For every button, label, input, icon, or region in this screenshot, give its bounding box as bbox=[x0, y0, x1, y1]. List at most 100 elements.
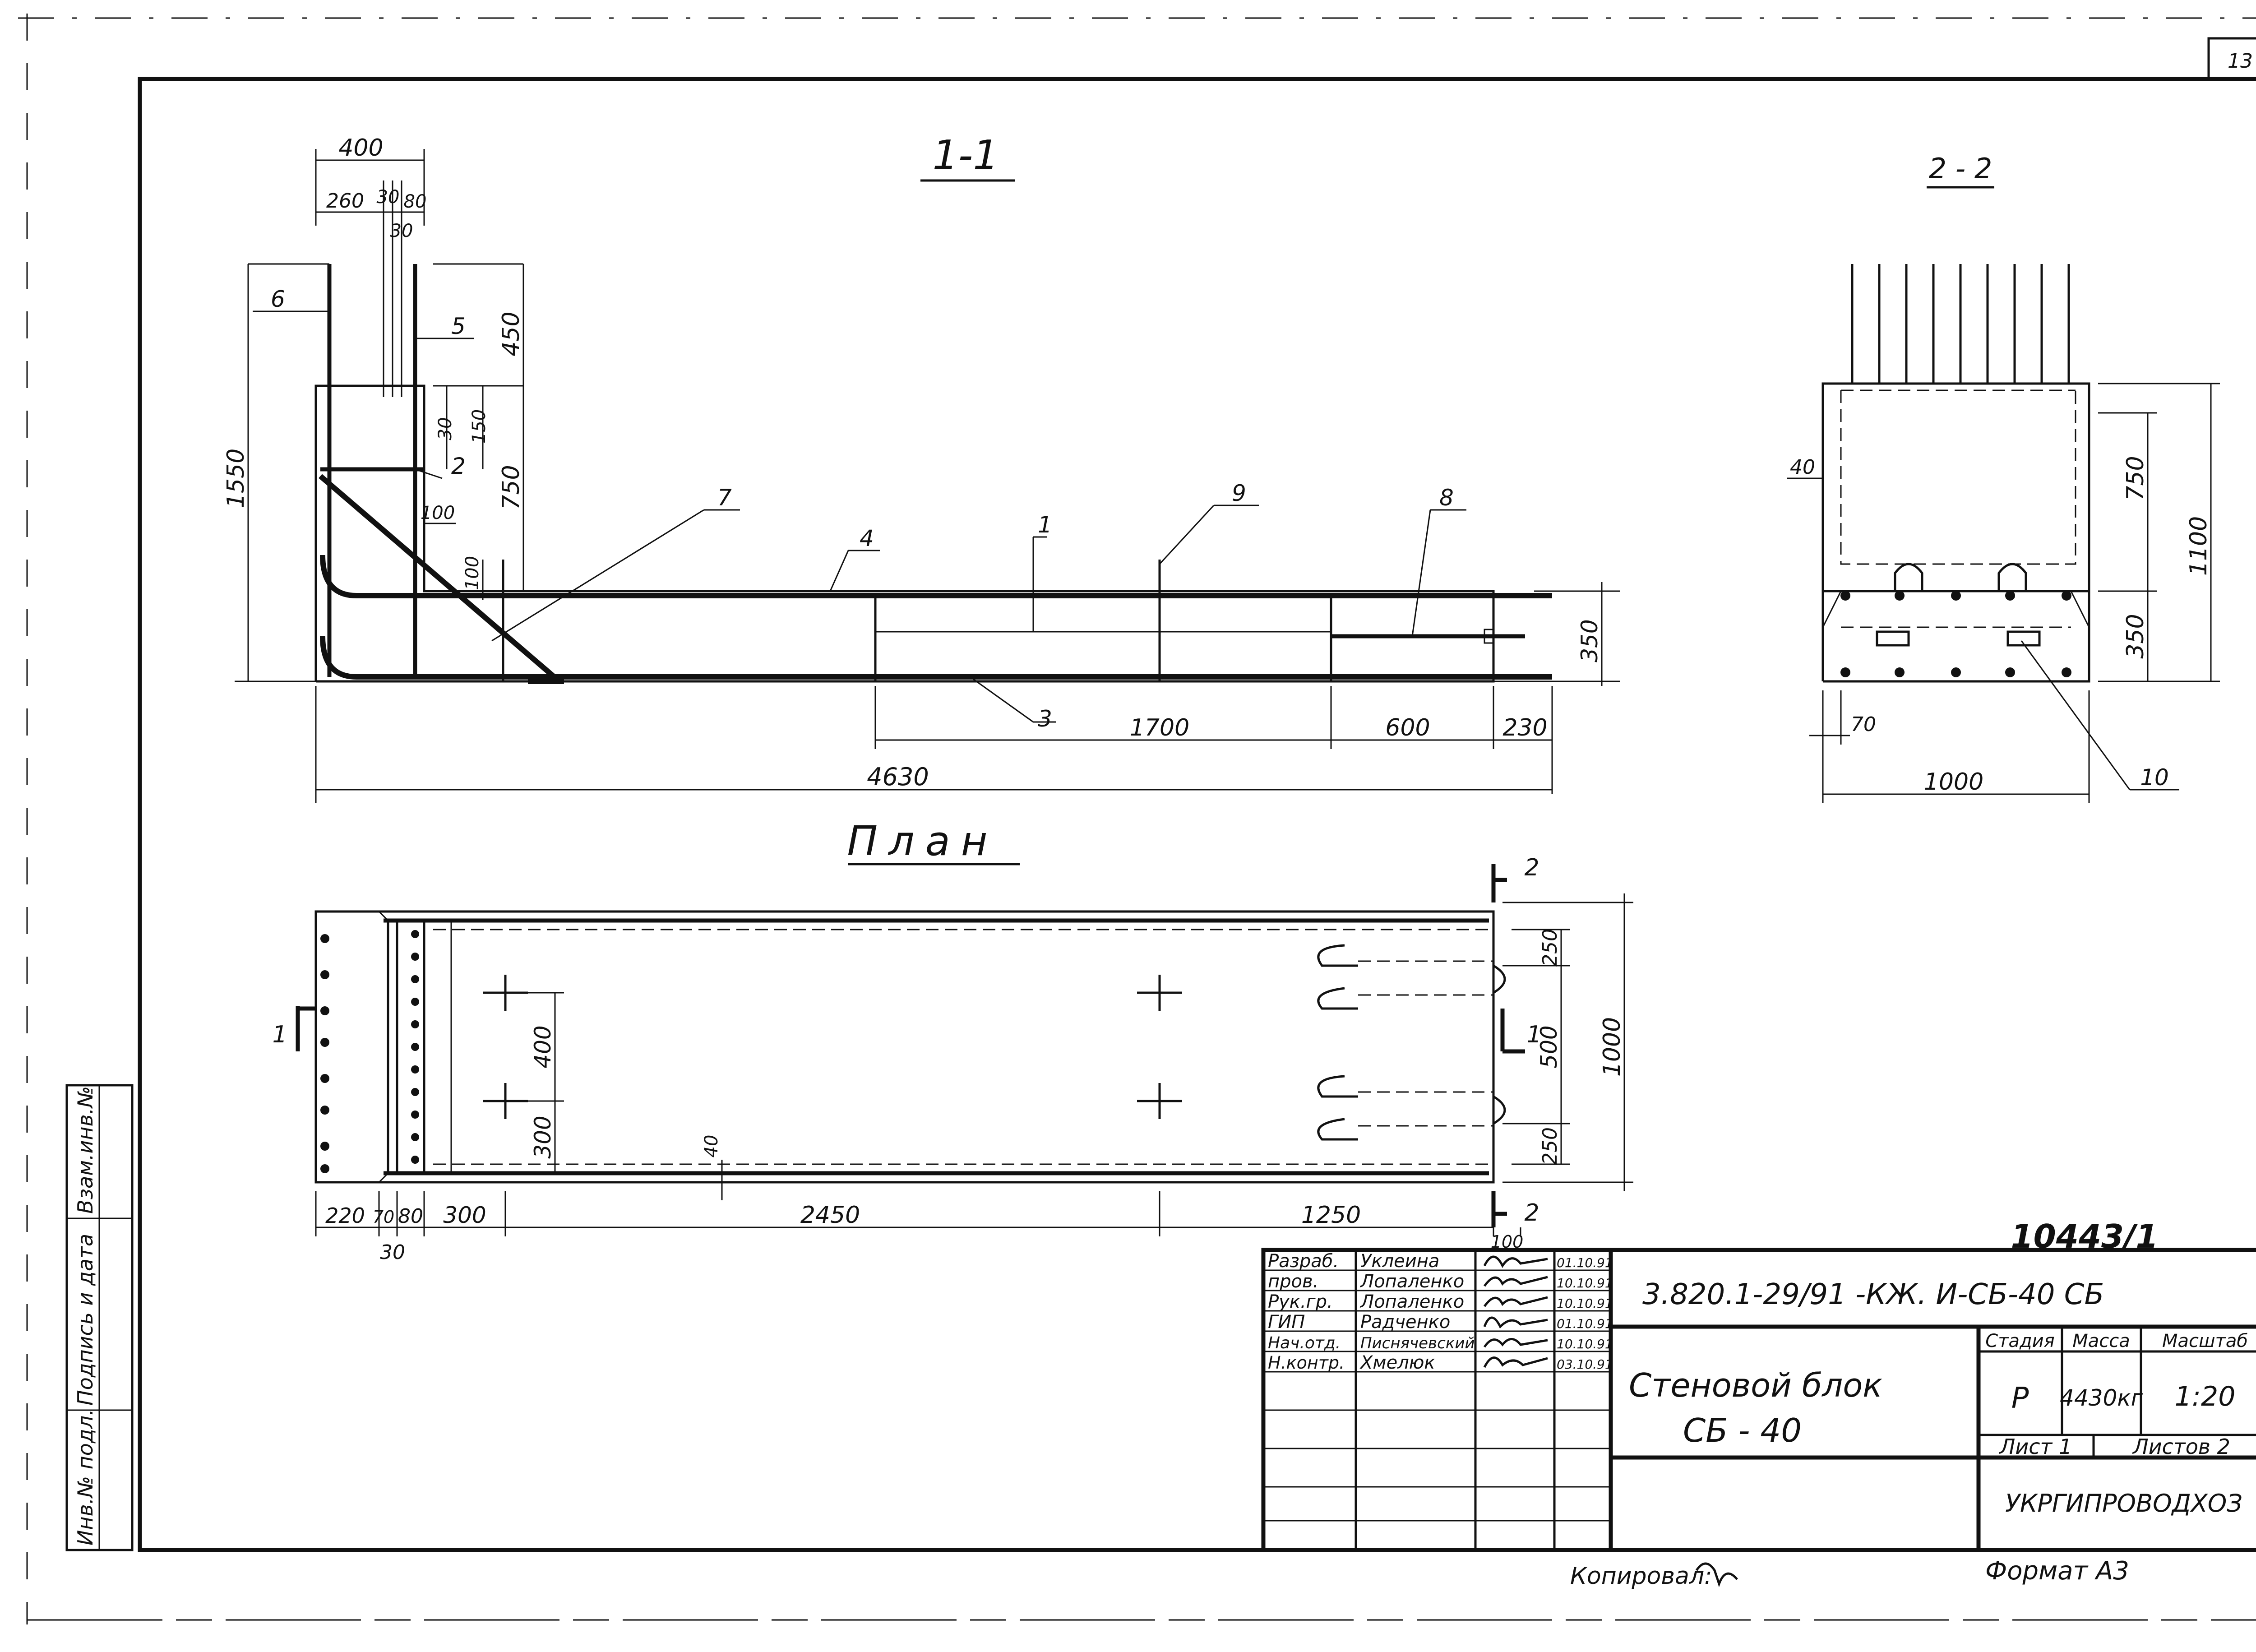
plan-dim-220: 220 bbox=[325, 1203, 365, 1228]
stamp-row: пров. Лопаленко 10.10.91 bbox=[1268, 1271, 1613, 1292]
plan-dim-500: 500 bbox=[1536, 1025, 1562, 1068]
dim-450: 450 bbox=[498, 311, 525, 356]
stamp-name: Лопаленко bbox=[1359, 1291, 1464, 1312]
stamp-signature bbox=[1483, 1338, 1548, 1348]
pos-3: 3 bbox=[1038, 706, 1052, 732]
signature-date-label: Подпись и дата bbox=[73, 1234, 97, 1406]
stamp-signature bbox=[1483, 1296, 1548, 1307]
mass-value: 4430кг bbox=[2060, 1385, 2143, 1411]
mass-label: Масса bbox=[2072, 1331, 2130, 1351]
plan-dim-80: 80 bbox=[398, 1205, 423, 1228]
dim-100a: 100 bbox=[421, 503, 455, 523]
stamp-name: Уклеина bbox=[1360, 1251, 1439, 1272]
stamp-date: 10.10.91 bbox=[1557, 1296, 1613, 1311]
replaced-inv-label: Взам.инв.№ bbox=[73, 1086, 97, 1214]
stamp-row: Н.контр. Хмелюк 03.10.91 bbox=[1268, 1352, 1613, 1373]
stamp-role: Н.контр. bbox=[1268, 1353, 1345, 1373]
pos-6: 6 bbox=[271, 286, 285, 312]
s2-dim-70: 70 bbox=[1851, 713, 1876, 736]
plan-dim-300: 300 bbox=[530, 1115, 556, 1158]
scale-label: Масштаб bbox=[2162, 1331, 2248, 1351]
scale-value: 1:20 bbox=[2175, 1381, 2236, 1412]
title-block-grid bbox=[1261, 1248, 2256, 1552]
drawing-code: 3.820.1-29/91 -КЖ. И-СБ-40 СБ bbox=[1642, 1278, 2104, 1311]
original-inv-label: Инв.№ подл. bbox=[73, 1409, 97, 1546]
dim-150: 150 bbox=[469, 409, 490, 444]
organization: УКРГИПРОВОДХОЗ bbox=[2005, 1489, 2242, 1518]
stamp-name: Писнячевский bbox=[1360, 1334, 1475, 1352]
stamp-name: Хмелюк bbox=[1359, 1352, 1435, 1373]
plan-outline bbox=[314, 910, 1506, 1184]
plan-dim-30: 30 bbox=[380, 1241, 405, 1264]
pos-7: 7 bbox=[717, 485, 732, 511]
dim-30b: 30 bbox=[390, 221, 413, 241]
stamp-role: Разраб. bbox=[1268, 1251, 1339, 1272]
plan-lifting-marks bbox=[483, 975, 1182, 1119]
pos-8: 8 bbox=[1439, 485, 1454, 511]
plan-dim-250b: 250 bbox=[1539, 1127, 1562, 1165]
dim-100b: 100 bbox=[462, 556, 483, 590]
section-2-rebar-dots bbox=[1840, 591, 2071, 677]
dim-400: 400 bbox=[338, 134, 383, 162]
plan-mark-2-top: 2 bbox=[1524, 854, 1539, 881]
s2-dim-1000: 1000 bbox=[1924, 768, 1983, 796]
dim-1700: 1700 bbox=[1130, 714, 1189, 741]
copied-by-label: Копировал: bbox=[1570, 1563, 1712, 1590]
pos-9: 9 bbox=[1232, 480, 1246, 506]
plan-anchor-dots bbox=[320, 930, 419, 1173]
dim-30c: 30 bbox=[435, 417, 456, 440]
s2-dim-1100: 1100 bbox=[2185, 516, 2212, 576]
section-2-bars bbox=[1851, 264, 2070, 384]
plan-dim-400: 400 bbox=[530, 1025, 556, 1068]
plan-mark-2-bottom: 2 bbox=[1524, 1199, 1539, 1226]
stamp-role: пров. bbox=[1268, 1271, 1318, 1292]
section-1-title: 1-1 bbox=[933, 132, 999, 179]
s2-dim-750: 750 bbox=[2122, 456, 2149, 500]
section-2-outline bbox=[1821, 382, 2090, 683]
sheet-label: Лист 1 bbox=[1999, 1435, 2072, 1459]
plan-dim-300b: 300 bbox=[443, 1202, 486, 1228]
plan-dim-250a: 250 bbox=[1539, 929, 1562, 967]
dim-1550: 1550 bbox=[222, 449, 250, 508]
plan-dim-70: 70 bbox=[373, 1207, 394, 1227]
plan-dim-2450: 2450 bbox=[800, 1202, 860, 1229]
dim-750: 750 bbox=[498, 465, 525, 509]
pos-1: 1 bbox=[1038, 512, 1052, 538]
stamp-role: Рук.гр. bbox=[1268, 1291, 1333, 1312]
stamp-name: Радченко bbox=[1360, 1312, 1450, 1333]
plan-dim-1000: 1000 bbox=[1599, 1017, 1626, 1077]
section-1-outline bbox=[235, 384, 1620, 683]
page-number: 13 bbox=[2228, 50, 2253, 73]
dim-260: 260 bbox=[326, 190, 364, 213]
pos-4: 4 bbox=[860, 525, 874, 551]
section-1-dimensions bbox=[247, 149, 1620, 803]
format-label: Формат А3 bbox=[1985, 1556, 2129, 1586]
stamp-name: Лопаленко bbox=[1359, 1271, 1464, 1292]
plan-dim-40: 40 bbox=[701, 1135, 722, 1158]
plan-dimensions bbox=[315, 893, 1633, 1236]
stamp-role: ГИП bbox=[1268, 1312, 1305, 1333]
stamp-signature bbox=[1483, 1276, 1548, 1287]
plan-mark-1-right: 1 bbox=[1526, 1021, 1541, 1048]
stage-value: Р bbox=[2011, 1382, 2029, 1415]
stamp-row: Нач.отд. Писнячевский 10.10.91 bbox=[1268, 1334, 1613, 1352]
stamp-signature bbox=[1483, 1316, 1548, 1329]
pos-2: 2 bbox=[451, 453, 466, 479]
sheet-frame bbox=[18, 14, 2256, 1624]
stamp-row: Рук.гр. Лопаленко 10.10.91 bbox=[1268, 1291, 1613, 1312]
pos-5: 5 bbox=[451, 313, 466, 339]
sheets-label: Листов 2 bbox=[2132, 1435, 2230, 1459]
dim-80: 80 bbox=[404, 191, 427, 212]
plan-dim-1250: 1250 bbox=[1301, 1202, 1361, 1229]
stamp-date: 03.10.91 bbox=[1557, 1357, 1613, 1372]
dim-350: 350 bbox=[1576, 619, 1603, 662]
drawing-title-line2: СБ - 40 bbox=[1683, 1411, 1802, 1449]
left-title-strip bbox=[65, 1084, 134, 1551]
s2-dim-350: 350 bbox=[2122, 614, 2149, 658]
dim-4630: 4630 bbox=[867, 763, 929, 791]
section-1-rebar bbox=[319, 180, 1552, 684]
dim-230: 230 bbox=[1502, 714, 1547, 741]
stamp-date: 10.10.91 bbox=[1557, 1337, 1613, 1351]
stamp-role: Нач.отд. bbox=[1268, 1334, 1341, 1352]
